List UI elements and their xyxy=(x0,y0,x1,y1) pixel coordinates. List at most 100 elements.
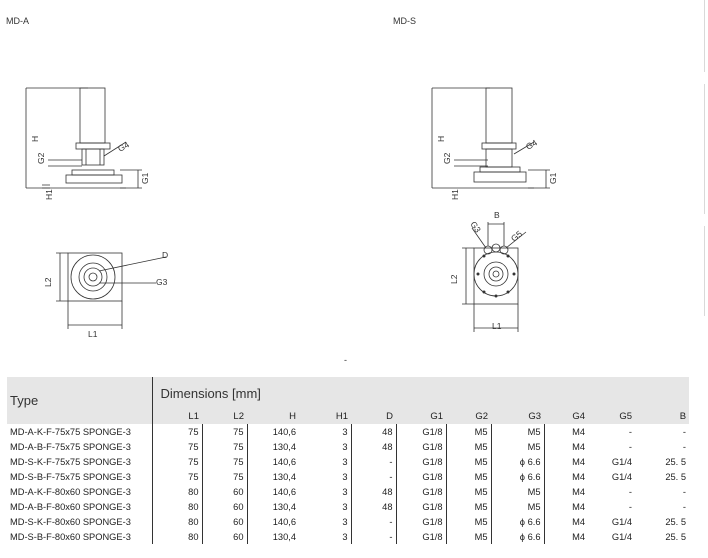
column-header-l1: L1 xyxy=(152,409,202,424)
cell-g2: M5 xyxy=(445,439,491,454)
md-s-side-view: H G2 G4 G1 H1 xyxy=(431,87,558,200)
cell-g3: M5 xyxy=(490,484,544,499)
cell-h: 140,6 xyxy=(246,424,299,439)
cell-g2: M5 xyxy=(445,469,491,484)
cell-b: - xyxy=(682,501,687,512)
page-edge-line xyxy=(704,0,705,72)
variant-label-md-a: MD-A xyxy=(6,16,29,26)
cell-l1: 75 xyxy=(188,426,199,437)
cell-l1: 75 xyxy=(188,441,199,452)
dim-label-l1-s: L1 xyxy=(492,321,502,331)
column-header-g1: G1 xyxy=(396,409,446,424)
cell-d: - xyxy=(350,514,396,529)
cell-l1: 80 xyxy=(188,531,199,542)
md-a-side-view: H G2 G4 G1 H1 xyxy=(25,87,150,200)
dim-label-g2: G2 xyxy=(36,152,46,164)
cell-l2: 60 xyxy=(201,484,247,499)
cell-g5: - xyxy=(628,441,632,452)
cell-g5: - xyxy=(628,426,632,437)
cell-g3: M5 xyxy=(490,424,544,439)
cell-g5: - xyxy=(628,486,632,497)
dim-label-g5: G5 xyxy=(509,228,524,243)
dim-label-h-s: H xyxy=(436,136,446,142)
cell-g4: M4 xyxy=(543,469,588,484)
cell-h: 130,4 xyxy=(246,529,299,544)
cell-h1: 3 xyxy=(342,441,348,452)
cell-g4: M4 xyxy=(543,484,588,499)
page-edge-line xyxy=(704,226,705,316)
cell-l2: 75 xyxy=(201,439,247,454)
cell-g2: M5 xyxy=(445,529,491,544)
cell-l1: 75 xyxy=(188,456,199,467)
cell-h: 140,6 xyxy=(246,514,299,529)
type-cell: MD-S-B-F-80x60 SPONGE-3 xyxy=(7,529,153,544)
type-cell: MD-S-K-F-75x75 SPONGE-3 xyxy=(7,454,153,469)
cell-g2: M5 xyxy=(445,484,491,499)
type-cell: MD-A-B-F-75x75 SPONGE-3 xyxy=(7,439,153,454)
cell-g4: M4 xyxy=(543,439,588,454)
cell-h1: 3 xyxy=(342,456,348,467)
cell-l2: 60 xyxy=(201,529,247,544)
cell-l1: 80 xyxy=(188,486,199,497)
dim-label-l1: L1 xyxy=(88,329,98,339)
cell-g3: ϕ 6.6 xyxy=(490,529,544,544)
cell-g3: ϕ 6.6 xyxy=(490,469,544,484)
dim-label-d: D xyxy=(162,250,168,260)
cell-g4: M4 xyxy=(543,424,588,439)
dim-label-g1: G1 xyxy=(140,172,150,184)
cell-g1: G1/8 xyxy=(395,439,446,454)
dim-label-l2-s: L2 xyxy=(449,274,459,284)
type-cell: MD-S-K-F-80x60 SPONGE-3 xyxy=(7,514,153,529)
cell-g1: G1/8 xyxy=(395,514,446,529)
cell-h: 140,6 xyxy=(246,454,299,469)
cell-d: 48 xyxy=(350,439,396,454)
column-header-g4: G4 xyxy=(544,409,588,424)
cell-g4: M4 xyxy=(543,514,588,529)
cell-h1: 3 xyxy=(342,426,348,437)
md-s-top-view: B G3 G5 L2 L1 xyxy=(449,210,527,332)
cell-g1: G1/8 xyxy=(395,499,446,514)
column-header-g3: G3 xyxy=(491,409,544,424)
cell-h: 130,4 xyxy=(246,499,299,514)
cell-g3: ϕ 6.6 xyxy=(490,454,544,469)
cell-b: - xyxy=(682,426,687,437)
cell-g4: M4 xyxy=(543,529,588,544)
type-cell: MD-A-B-F-80x60 SPONGE-3 xyxy=(7,499,153,514)
dim-label-l2: L2 xyxy=(43,277,53,287)
cell-h1: 3 xyxy=(342,486,348,497)
column-header-h1: H1 xyxy=(299,409,351,424)
type-cell: MD-A-K-F-75x75 SPONGE-3 xyxy=(7,424,153,439)
cell-h1: 3 xyxy=(342,501,348,512)
md-a-top-view: D G3 L2 L1 xyxy=(43,250,168,339)
cell-d: 48 xyxy=(350,484,396,499)
cell-g1: G1/8 xyxy=(395,424,446,439)
cell-g4: M4 xyxy=(543,454,588,469)
type-cell: MD-S-B-F-75x75 SPONGE-3 xyxy=(7,469,153,484)
cell-l2: 75 xyxy=(201,454,247,469)
cell-g3: M5 xyxy=(490,499,544,514)
cell-g4: M4 xyxy=(543,499,588,514)
variant-label-md-s: MD-S xyxy=(393,16,416,26)
cell-d: - xyxy=(350,469,396,484)
column-header-g2: G2 xyxy=(446,409,491,424)
cell-l1: 75 xyxy=(188,471,199,482)
cell-l1: 80 xyxy=(188,501,199,512)
cell-g1: G1/8 xyxy=(395,469,446,484)
cell-g5: - xyxy=(628,501,632,512)
cell-b: 25. 5 xyxy=(665,456,687,467)
cell-h: 140,6 xyxy=(246,484,299,499)
cell-g1: G1/8 xyxy=(395,454,446,469)
cell-d: - xyxy=(350,454,396,469)
column-header-l2: L2 xyxy=(202,409,247,424)
cell-g5: G1/4 xyxy=(611,471,632,482)
dim-label-g3-s: G3 xyxy=(468,219,483,234)
cell-g5: G1/4 xyxy=(611,456,632,467)
dim-label-h1: H1 xyxy=(44,189,54,200)
cell-l2: 60 xyxy=(201,499,247,514)
